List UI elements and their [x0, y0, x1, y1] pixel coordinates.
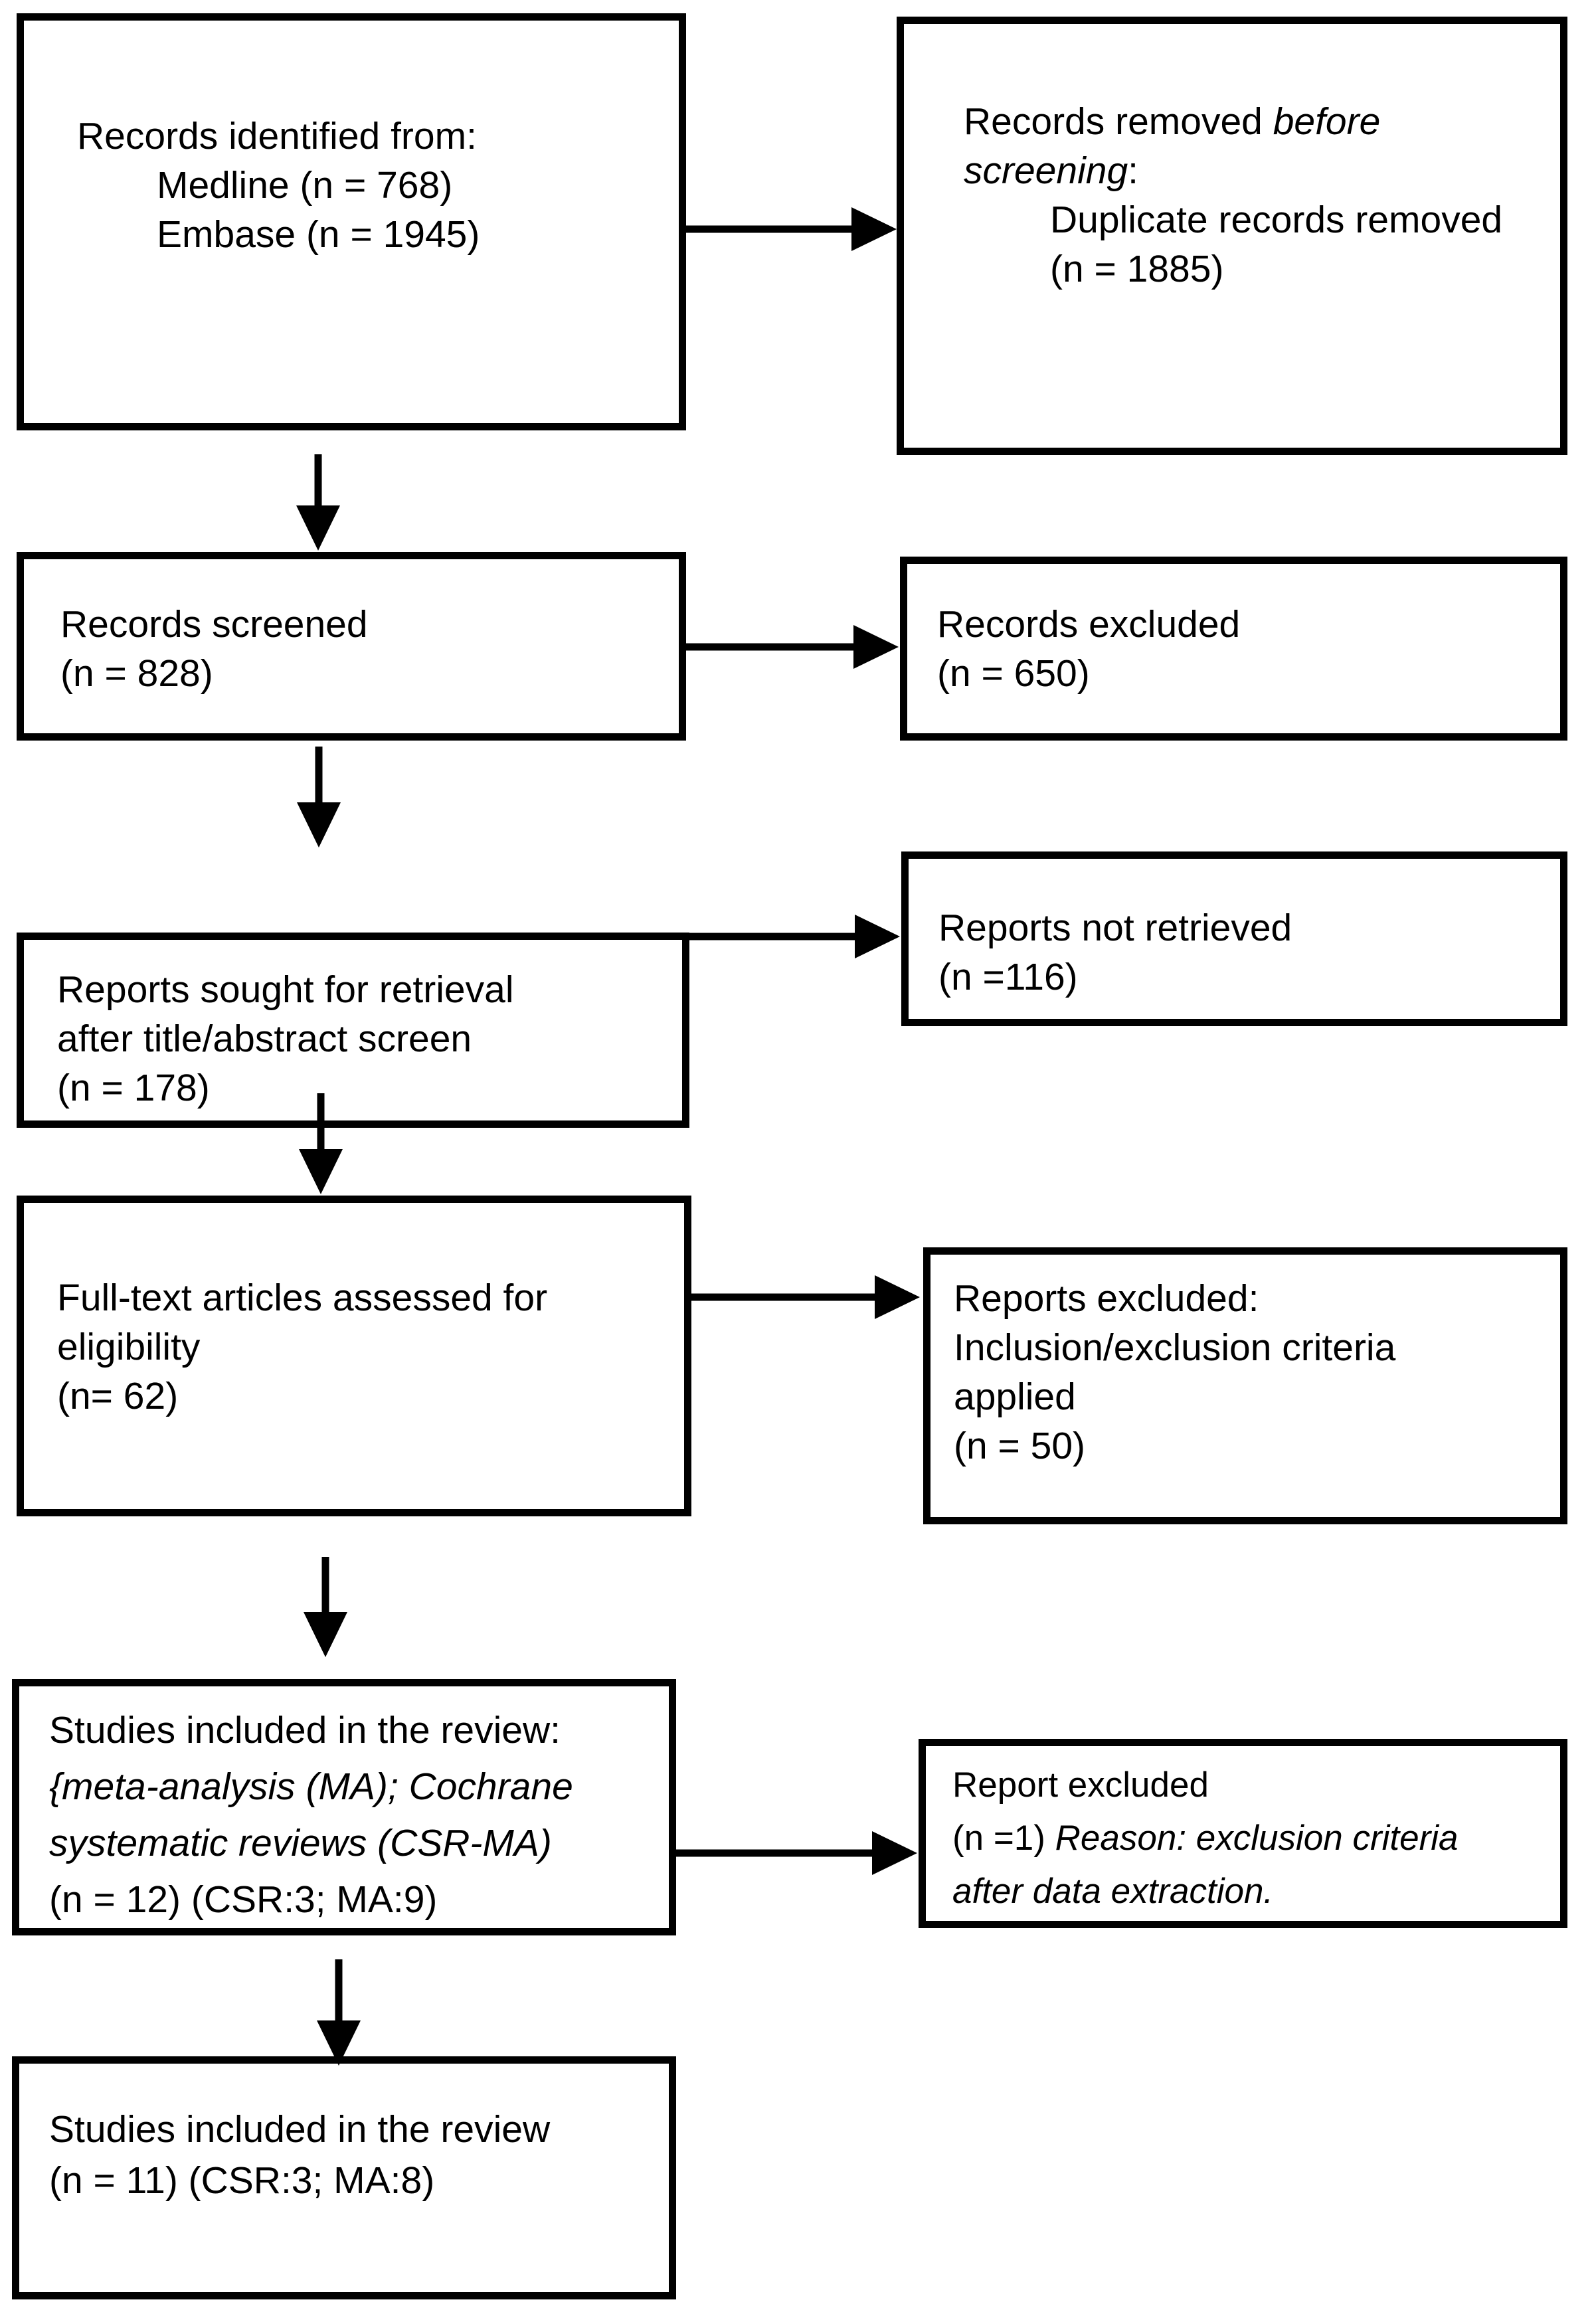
text-line: Embase (n = 1945)	[77, 210, 679, 259]
reports-excluded-criteria-box: Reports excluded: Inclusion/exclusion cri…	[923, 1247, 1567, 1524]
text-segment: Records removed	[964, 100, 1273, 143]
text-line: (n = 1885)	[964, 244, 1560, 294]
text-segment: (n =116)	[938, 956, 1078, 998]
text-line: Duplicate records removed	[964, 195, 1560, 244]
text-segment: (n = 12) (CSR:3; MA:9)	[49, 1878, 438, 1921]
text-segment: (n = 1885)	[1050, 248, 1224, 290]
text-segment: screening	[964, 149, 1128, 192]
reports-sought-box: Reports sought for retrieval after title/…	[17, 933, 689, 1128]
arrow-identified-to-removed	[686, 207, 897, 251]
records-identified-box: Records identified from: Medline (n = 768…	[17, 13, 686, 430]
text-line: systematic reviews (CSR-MA)	[49, 1815, 669, 1872]
arrow-identified-to-screened	[296, 454, 340, 551]
records-excluded-box: Records excluded (n = 650)	[900, 557, 1567, 741]
text-segment: (n = 11) (CSR:3; MA:8)	[49, 2159, 435, 2202]
text-line: Studies included in the review	[49, 2104, 669, 2155]
records-screened-box: Records screened (n = 828)	[17, 552, 686, 741]
text-segment: (n =1)	[952, 1819, 1055, 1858]
text-line: Records excluded	[937, 600, 1560, 649]
text-line: (n =1) Reason: exclusion criteria	[952, 1812, 1560, 1865]
text-segment: Embase (n = 1945)	[157, 213, 480, 256]
text-segment: Duplicate records removed	[1050, 199, 1503, 241]
text-line: Inclusion/exclusion criteria	[954, 1323, 1560, 1372]
text-segment: Reports sought for retrieval	[57, 968, 514, 1011]
text-segment: {meta-analysis (MA); Cochrane	[49, 1765, 573, 1808]
text-line: Records removed before	[964, 97, 1560, 146]
text-line: Records identified from:	[77, 112, 679, 161]
text-line: (n= 62)	[57, 1372, 684, 1421]
arrow-screened-down	[297, 747, 341, 848]
text-line: (n =116)	[938, 952, 1560, 1002]
text-segment: (n = 828)	[60, 652, 213, 695]
text-line: (n = 50)	[954, 1421, 1560, 1471]
text-segment: after data extraction.	[952, 1872, 1274, 1911]
text-line: {meta-analysis (MA); Cochrane	[49, 1759, 669, 1815]
text-line: Studies included in the review:	[49, 1702, 669, 1759]
text-segment: Records excluded	[937, 603, 1241, 646]
text-line: Reports sought for retrieval	[57, 965, 682, 1014]
text-segment: applied	[954, 1376, 1076, 1418]
text-line: after title/abstract screen	[57, 1014, 682, 1063]
text-segment: (n = 178)	[57, 1067, 210, 1109]
text-line: Full-text articles assessed for	[57, 1273, 684, 1322]
text-segment: Reason: exclusion criteria	[1055, 1819, 1459, 1858]
text-segment: (n = 650)	[937, 652, 1090, 695]
arrow-screened-to-excluded	[686, 625, 899, 669]
text-segment: Records screened	[60, 603, 368, 646]
text-segment: before	[1273, 100, 1381, 143]
studies-included-review-11-box: Studies included in the review (n = 11) (…	[12, 2056, 676, 2299]
text-line: Report excluded	[952, 1759, 1560, 1812]
text-segment: Studies included in the review:	[49, 1709, 561, 1751]
arrow-sought-to-not-retrieved	[689, 915, 900, 958]
arrow-included12-to-report-excluded	[676, 1831, 917, 1875]
text-line: screening:	[964, 146, 1560, 195]
text-segment: Reports excluded:	[954, 1277, 1259, 1320]
text-line: (n = 12) (CSR:3; MA:9)	[49, 1872, 669, 1928]
text-segment: Medline (n = 768)	[157, 164, 453, 207]
text-segment: (n= 62)	[57, 1375, 179, 1417]
text-segment: Full-text articles assessed for	[57, 1277, 548, 1319]
text-line: (n = 11) (CSR:3; MA:8)	[49, 2155, 669, 2206]
text-segment: Studies included in the review	[49, 2108, 551, 2151]
text-line: (n = 650)	[937, 649, 1560, 698]
text-segment: systematic reviews (CSR-MA)	[49, 1822, 552, 1864]
text-segment: after title/abstract screen	[57, 1018, 472, 1060]
text-line: Reports not retrieved	[938, 903, 1560, 952]
report-excluded-after-extraction-box: Report excluded (n =1) Reason: exclusion …	[919, 1739, 1567, 1928]
full-text-assessed-box: Full-text articles assessed for eligibili…	[17, 1196, 691, 1516]
arrow-fulltext-down	[304, 1557, 347, 1657]
arrow-fulltext-to-reports-excluded	[691, 1275, 920, 1319]
text-segment: (n = 50)	[954, 1425, 1086, 1467]
studies-included-review-12-box: Studies included in the review: {meta-ana…	[12, 1679, 676, 1935]
text-segment: Reports not retrieved	[938, 907, 1292, 949]
text-segment: Report excluded	[952, 1765, 1209, 1805]
text-segment: Records identified from:	[77, 115, 477, 157]
text-line: (n = 828)	[60, 649, 679, 698]
text-segment: Inclusion/exclusion criteria	[954, 1326, 1396, 1369]
text-segment: :	[1128, 149, 1138, 192]
text-line: eligibility	[57, 1322, 684, 1372]
reports-not-retrieved-box: Reports not retrieved (n =116)	[901, 851, 1567, 1026]
text-line: Reports excluded:	[954, 1274, 1560, 1323]
text-line: after data extraction.	[952, 1865, 1560, 1918]
text-line: Records screened	[60, 600, 679, 649]
text-line: (n = 178)	[57, 1063, 682, 1113]
text-line: Medline (n = 768)	[77, 161, 679, 210]
arrow-included12-to-included11	[317, 1959, 361, 2066]
text-line: applied	[954, 1372, 1560, 1421]
text-segment: eligibility	[57, 1326, 201, 1368]
